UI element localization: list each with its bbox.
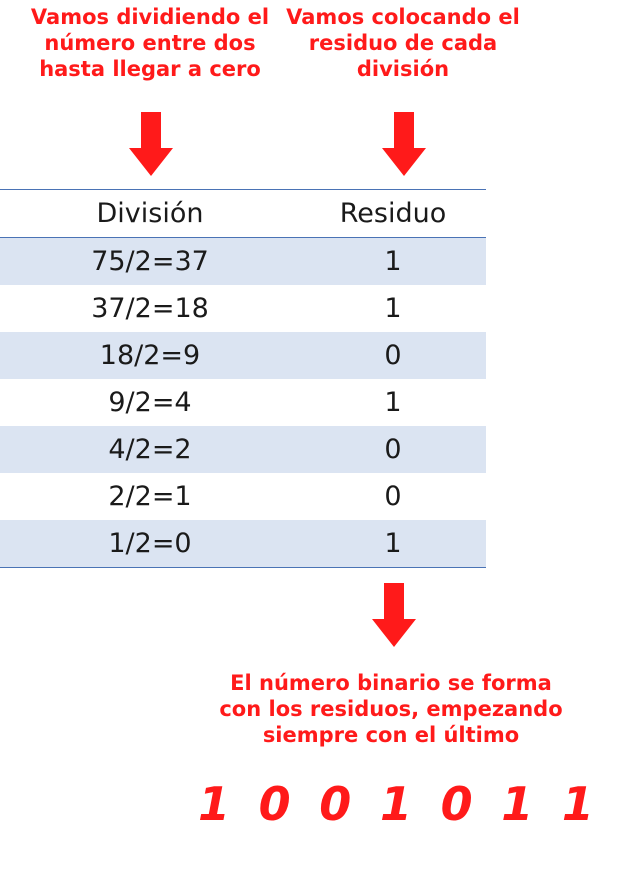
residuo-cell: 1	[384, 528, 402, 559]
table-row: 9/2=4 1	[0, 379, 486, 426]
residuo-cell: 0	[384, 340, 402, 371]
table-row: 37/2=18 1	[0, 285, 486, 332]
residuo-cell: 1	[384, 246, 402, 277]
header-residuo: Residuo	[339, 198, 447, 229]
table-row: 75/2=37 1	[0, 238, 486, 285]
note-residue-column: Vamos colocando el residuo de cada divis…	[286, 5, 520, 81]
binary-digit: 1	[501, 777, 534, 831]
table-row: 4/2=2 0	[0, 426, 486, 473]
table-header-row: División Residuo	[0, 190, 486, 238]
binary-number: 1 0 0 1 0 1 1	[196, 774, 596, 834]
note-binary-result: El número binario se forma con los resid…	[219, 671, 563, 747]
binary-digit: 1	[561, 777, 594, 831]
binary-digit: 1	[197, 777, 230, 831]
division-cell: 9/2=4	[108, 387, 192, 418]
table-row: 2/2=1 0	[0, 473, 486, 520]
down-arrow-icon	[129, 112, 173, 176]
division-table: División Residuo 75/2=37 1 37/2=18 1 18/…	[0, 189, 486, 568]
division-cell: 1/2=0	[108, 528, 192, 559]
binary-digit: 0	[440, 777, 473, 831]
note-division-steps: Vamos dividiendo el número entre dos has…	[30, 5, 270, 81]
division-cell: 4/2=2	[108, 434, 192, 465]
residuo-cell: 0	[384, 434, 402, 465]
binary-digit: 0	[258, 777, 291, 831]
binary-digit: 0	[319, 777, 352, 831]
division-cell: 37/2=18	[91, 293, 209, 324]
down-arrow-icon	[382, 112, 426, 176]
residuo-cell: 0	[384, 481, 402, 512]
binary-digit: 1	[379, 777, 412, 831]
division-cell: 2/2=1	[108, 481, 192, 512]
division-cell: 75/2=37	[91, 246, 209, 277]
residuo-cell: 1	[384, 293, 402, 324]
table-row: 18/2=9 0	[0, 332, 486, 379]
division-cell: 18/2=9	[99, 340, 201, 371]
down-arrow-icon	[372, 583, 416, 647]
residuo-cell: 1	[384, 387, 402, 418]
table-row: 1/2=0 1	[0, 520, 486, 567]
header-division: División	[96, 198, 204, 229]
